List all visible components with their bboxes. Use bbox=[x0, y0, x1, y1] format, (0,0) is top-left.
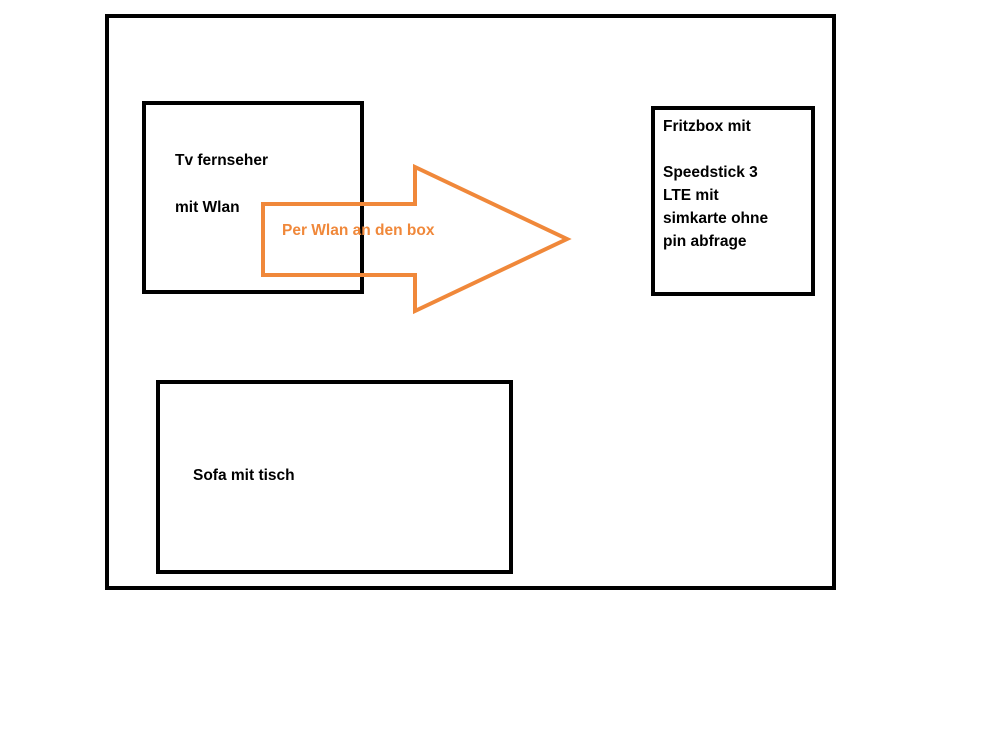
router-label-line1: Fritzbox mit bbox=[663, 118, 751, 135]
router-label-line4: simkarte ohne bbox=[663, 210, 769, 227]
router-label-line2: Speedstick 3 bbox=[663, 164, 758, 181]
arrow-label: Per Wlan an den box bbox=[282, 222, 435, 239]
sofa-label: Sofa mit tisch bbox=[193, 467, 295, 484]
room-outline bbox=[105, 14, 836, 590]
router-box bbox=[651, 106, 815, 296]
tv-label-line1: Tv fernseher bbox=[175, 152, 269, 169]
tv-label-line2: mit Wlan bbox=[175, 199, 240, 216]
router-label-line3: LTE mit bbox=[663, 187, 719, 204]
router-label-line5: pin abfrage bbox=[663, 233, 747, 250]
wifi-arrow-icon bbox=[261, 163, 572, 315]
sofa-box bbox=[156, 380, 513, 574]
tv-box bbox=[142, 101, 364, 294]
